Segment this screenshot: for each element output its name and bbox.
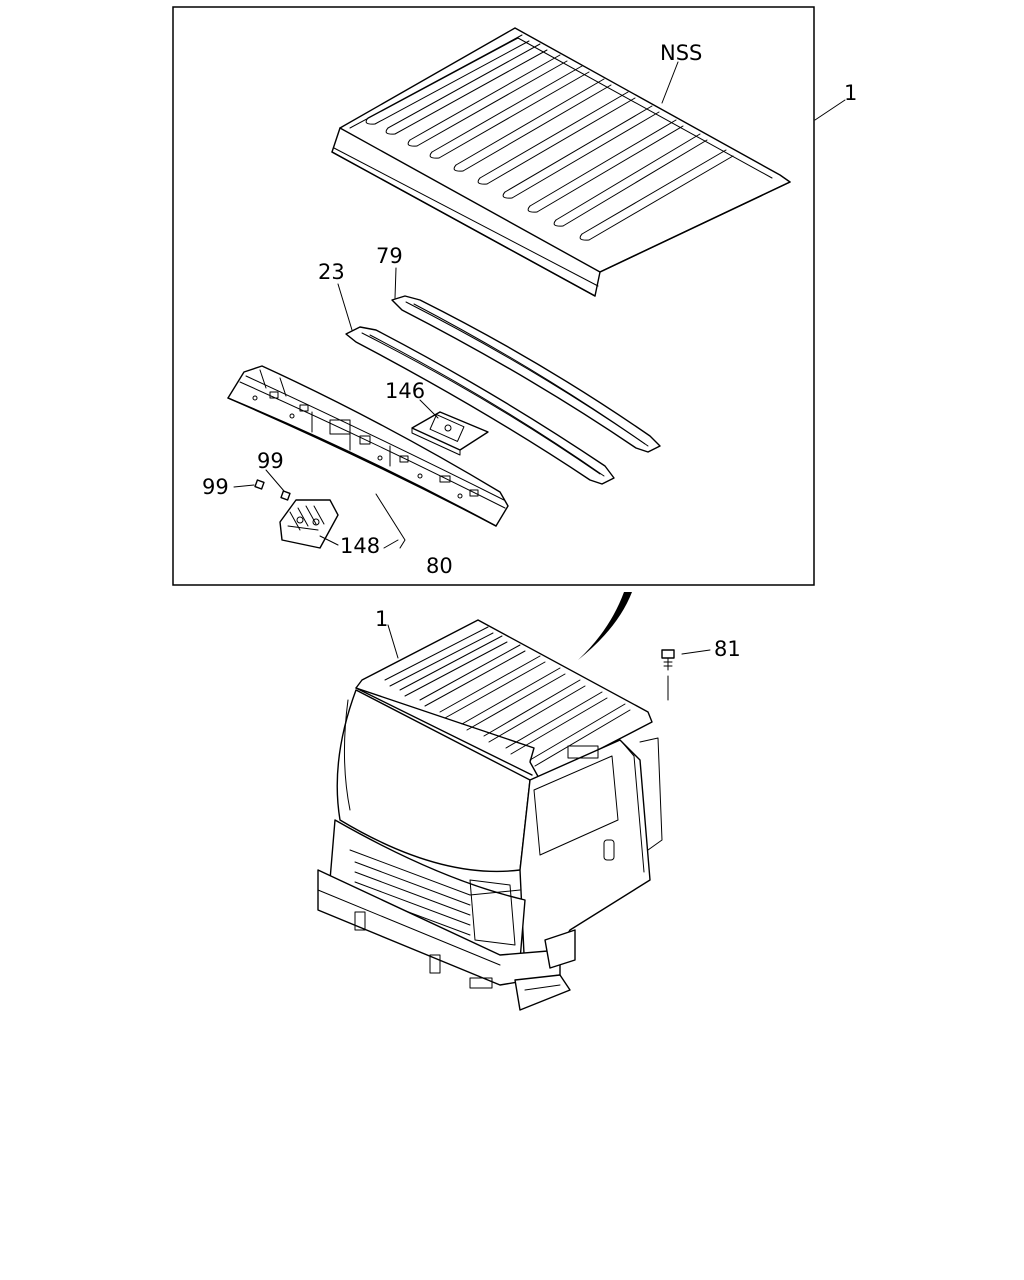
callout-79: 79: [376, 244, 403, 268]
nut-99-right: [280, 490, 291, 501]
roof-bow-79: [391, 295, 661, 453]
bracket-146: [411, 411, 489, 456]
leader-80: [375, 493, 406, 549]
leader-99-right: [265, 469, 285, 492]
leader-nss: [661, 61, 679, 104]
bolt-81: [661, 649, 675, 671]
front-header-80: [227, 365, 509, 527]
roof-panel: [331, 27, 791, 297]
callout-99-right: 99: [257, 449, 284, 473]
callout-146: 146: [385, 379, 425, 403]
leader-23: [337, 283, 353, 331]
callout-80: 80: [426, 554, 453, 578]
leader-79: [394, 267, 397, 299]
reference-arrow: [578, 592, 632, 660]
bracket-148: [279, 499, 339, 549]
callout-1-top: 1: [844, 81, 857, 105]
nut-99-left: [254, 479, 265, 490]
callout-nss: NSS: [660, 41, 702, 65]
leader-146: [419, 399, 439, 419]
leader-1-cab: [387, 624, 399, 659]
leader-81: [681, 649, 711, 655]
leader-148: [319, 535, 399, 549]
leader-1-top: [814, 99, 846, 121]
callout-148: 148: [340, 534, 380, 558]
callout-1-cab: 1: [375, 607, 388, 631]
callout-99-left: 99: [202, 475, 229, 499]
leader-99-left: [233, 484, 255, 488]
callout-81: 81: [714, 637, 741, 661]
callout-23: 23: [318, 260, 345, 284]
roof-bow-23: [345, 326, 615, 485]
truck-cab: [317, 619, 663, 1011]
exploded-view-frame: [172, 6, 815, 586]
